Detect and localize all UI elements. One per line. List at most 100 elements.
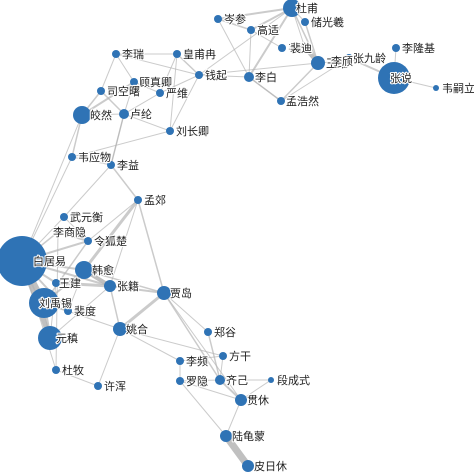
node-qianqi[interactable]	[195, 71, 203, 79]
edge-qianqi-liuchangqing	[169, 74, 200, 132]
edge-hanyu-mengjiao	[82, 198, 140, 272]
node-zhenggu[interactable]	[204, 328, 212, 336]
node-label-menghaoran: 孟浩然	[286, 94, 319, 108]
node-sikongshu[interactable]	[97, 87, 105, 95]
node-linghuchu[interactable]	[84, 237, 92, 245]
node-luguimeng[interactable]	[220, 430, 232, 442]
edge-wuyuanheng-linghuchu	[63, 216, 89, 242]
node-weiying[interactable]	[278, 44, 286, 52]
node-label-pirixiu: 皮日休	[254, 460, 287, 473]
node-yanwei[interactable]	[156, 89, 164, 97]
edge-libai-censhen	[217, 18, 250, 78]
node-label-lulun: 卢纶	[130, 107, 152, 121]
edge-luguimeng-pirixiu	[222, 432, 252, 470]
node-label-gaoshi: 高适	[257, 23, 279, 37]
node-label-jiadao: 贾岛	[170, 286, 192, 300]
node-dumu[interactable]	[52, 366, 60, 374]
edge-libai-dufu	[248, 7, 293, 78]
edge-dufu-wangwei	[291, 7, 319, 64]
node-yuanzhen[interactable]	[38, 326, 62, 350]
node-menghaoran[interactable]	[277, 97, 285, 105]
node-label-liqi: 李颀	[331, 54, 353, 68]
node-label-liyi: 李益	[117, 158, 139, 172]
node-dufu[interactable]	[283, 0, 301, 17]
node-label-liuchangqing: 刘长卿	[176, 125, 209, 138]
edge-zhangji-yaohe	[109, 285, 121, 330]
node-label-weisili: 韦嗣立	[442, 81, 474, 95]
node-censhen[interactable]	[214, 15, 222, 23]
node-label-weiyingwu: 韦应物	[78, 150, 111, 164]
node-label-guzhen: 顾真卿	[139, 75, 172, 89]
node-gaoshi[interactable]	[247, 26, 255, 34]
node-libai[interactable]	[244, 72, 254, 82]
node-label-wangwei: 王维	[326, 57, 348, 70]
node-label-zhangji: 张籍	[117, 279, 139, 293]
node-liuchangqing[interactable]	[166, 127, 174, 135]
node-fanggan[interactable]	[219, 352, 227, 360]
node-label-zhangjiuling: 张九龄	[353, 51, 386, 65]
node-guzhen[interactable]	[130, 78, 138, 86]
node-label-censhen: 岑参	[224, 12, 246, 26]
edge-lulun-liyi	[110, 113, 125, 166]
node-chuguangxi[interactable]	[301, 18, 309, 26]
node-luoyin[interactable]	[176, 377, 184, 385]
node-liuyuxi[interactable]	[29, 288, 59, 318]
node-pirixiu[interactable]	[242, 460, 254, 472]
node-lirui[interactable]	[112, 50, 120, 58]
node-label-yuanzhen: 元稹	[56, 331, 78, 345]
node-qiji[interactable]	[215, 375, 225, 385]
node-zhangyue[interactable]	[378, 62, 410, 94]
edge-wangwei-qianqi	[198, 62, 319, 76]
node-huangfuran[interactable]	[173, 50, 181, 58]
node-weisili[interactable]	[433, 85, 439, 91]
node-lulun[interactable]	[119, 109, 129, 119]
edge-lulun-yanwei	[123, 92, 161, 115]
node-label-luguimeng: 陆龟蒙	[232, 429, 265, 443]
node-wangjian[interactable]	[52, 279, 60, 287]
node-zhangji[interactable]	[104, 280, 116, 292]
node-label-wangjian: 王建	[59, 276, 81, 290]
edge-guzhen-yanwei	[133, 81, 161, 94]
node-zhangjiuling[interactable]	[345, 54, 353, 62]
node-mengjiao[interactable]	[134, 196, 142, 204]
node-label-zhenggu: 郑谷	[214, 325, 236, 339]
node-lilongji[interactable]	[392, 44, 400, 52]
node-label-zhangyue: 张说	[390, 71, 412, 85]
node-hanyu[interactable]	[75, 261, 93, 279]
node-label-chuguangxi: 储光羲	[311, 15, 344, 29]
edge-wangwei-menghaoran	[280, 62, 319, 102]
node-pei[interactable]	[301, 44, 309, 52]
node-lishangyin[interactable]	[54, 228, 62, 236]
edge-guanxiu-luoyin	[179, 380, 242, 401]
node-xuhun[interactable]	[94, 382, 102, 390]
node-label-weiying: 韦应	[288, 41, 310, 55]
node-liyi[interactable]	[107, 161, 115, 169]
node-label-huangfuran: 皇甫冉	[183, 47, 216, 61]
node-label-luoyin: 罗隐	[186, 375, 208, 388]
node-baijuyi[interactable]	[0, 236, 47, 286]
edge-baijuyi-jiaoran	[21, 114, 83, 262]
node-wuyuanheng[interactable]	[60, 213, 68, 221]
node-label-dumu: 杜牧	[62, 363, 84, 377]
node-lipin[interactable]	[176, 357, 184, 365]
node-label-pei: 裴迪	[290, 41, 312, 55]
node-weiyingwu[interactable]	[68, 153, 76, 161]
edge-lishangyin-linghuchu	[57, 231, 89, 242]
node-jiadao[interactable]	[157, 286, 171, 300]
node-jiaoran[interactable]	[73, 106, 91, 124]
node-guanxiu[interactable]	[235, 394, 247, 406]
node-duanchengshi[interactable]	[268, 377, 274, 383]
edge-liyi-weiyingwu	[71, 156, 112, 166]
edge-weiyingwu-liuchangqing	[71, 130, 171, 158]
edge-menghaoran-libai	[248, 76, 282, 102]
node-wangwei[interactable]	[311, 56, 325, 70]
edge-censhen-gaoshi	[217, 18, 252, 31]
edge-luoyin-luguimeng	[179, 380, 227, 437]
node-peidu[interactable]	[64, 307, 72, 315]
edge-zhangji-mengjiao	[109, 199, 139, 287]
edge-guanxiu-luguimeng	[225, 399, 242, 437]
node-label-peidu: 裴度	[74, 304, 96, 318]
node-label-yaohe: 姚合	[126, 322, 148, 336]
node-label-sikongshu: 司空曙	[107, 84, 140, 98]
node-yaohe[interactable]	[113, 322, 127, 336]
